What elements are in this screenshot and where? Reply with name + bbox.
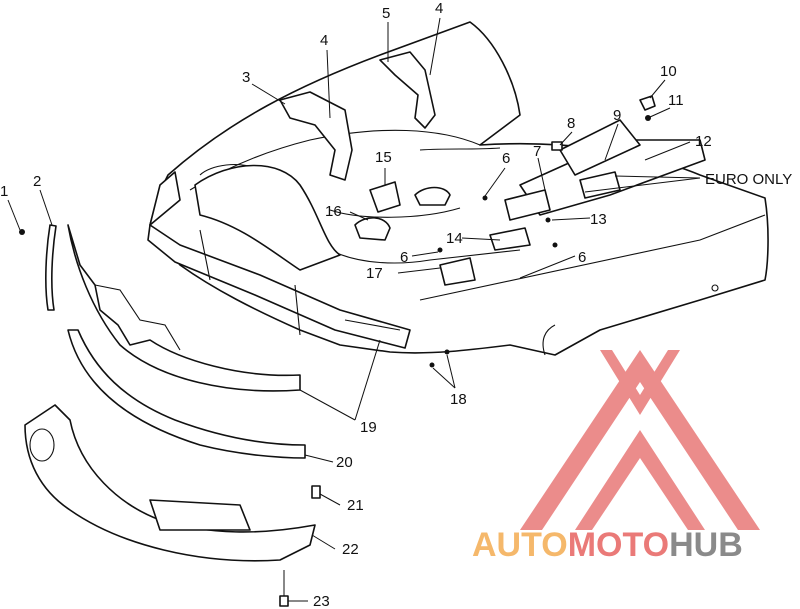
callout-5: 5 bbox=[382, 5, 390, 22]
callout-19: 19 bbox=[360, 419, 377, 436]
fastener-6c bbox=[482, 195, 488, 201]
automotohub-logo-mark bbox=[520, 350, 760, 530]
trim-strip bbox=[45, 224, 57, 311]
lower-shield bbox=[24, 404, 316, 562]
callout-16: 16 bbox=[325, 203, 342, 220]
fastener-1 bbox=[19, 229, 25, 235]
fastener-18a bbox=[429, 362, 435, 368]
fastener-8 bbox=[551, 141, 563, 151]
fastener-21 bbox=[311, 485, 321, 499]
logo-word-hub: HUB bbox=[669, 526, 743, 564]
logo-word-auto: AUTO bbox=[472, 526, 568, 564]
callout-15: 15 bbox=[375, 149, 392, 166]
callout-7: 7 bbox=[533, 143, 541, 160]
fastener-23 bbox=[279, 595, 289, 607]
leader-lines bbox=[7, 17, 701, 602]
callout-10: 10 bbox=[660, 63, 677, 80]
logo-word-moto: MOTO bbox=[568, 526, 669, 564]
callout-6-top: 6 bbox=[502, 150, 510, 167]
automotohub-logo-text: AUTOMOTOHUB bbox=[472, 526, 743, 564]
callout-17: 17 bbox=[366, 265, 383, 282]
fastener-18b bbox=[444, 349, 450, 355]
callout-8: 8 bbox=[567, 115, 575, 132]
fastener-13 bbox=[545, 217, 551, 223]
callout-23: 23 bbox=[313, 593, 330, 609]
hood-body-panel bbox=[147, 21, 769, 356]
callout-11: 11 bbox=[668, 92, 684, 109]
callout-6-right: 6 bbox=[578, 249, 586, 266]
callout-2: 2 bbox=[33, 173, 41, 190]
callout-6-left: 6 bbox=[400, 249, 408, 266]
callout-22: 22 bbox=[342, 541, 359, 558]
callout-13: 13 bbox=[590, 211, 607, 228]
callout-12: 12 bbox=[695, 133, 712, 150]
fastener-6b bbox=[552, 242, 558, 248]
callout-20: 20 bbox=[336, 454, 353, 471]
callout-1: 1 bbox=[0, 183, 8, 200]
callout-4-right: 4 bbox=[435, 0, 443, 17]
fastener-10 bbox=[639, 95, 656, 111]
fastener-6a bbox=[437, 247, 443, 253]
callout-4-left: 4 bbox=[320, 32, 328, 49]
fastener-11 bbox=[645, 115, 651, 121]
callout-9: 9 bbox=[613, 107, 621, 124]
front-fascia bbox=[67, 224, 301, 392]
svg-text:AUTOMOTOHUB: AUTOMOTOHUB bbox=[472, 526, 743, 564]
callout-18: 18 bbox=[450, 391, 467, 408]
callout-21: 21 bbox=[347, 497, 364, 514]
euro-only-label: EURO ONLY bbox=[705, 171, 792, 188]
callout-3: 3 bbox=[242, 69, 250, 86]
bumper-bar bbox=[67, 329, 306, 459]
callout-14: 14 bbox=[446, 230, 463, 247]
